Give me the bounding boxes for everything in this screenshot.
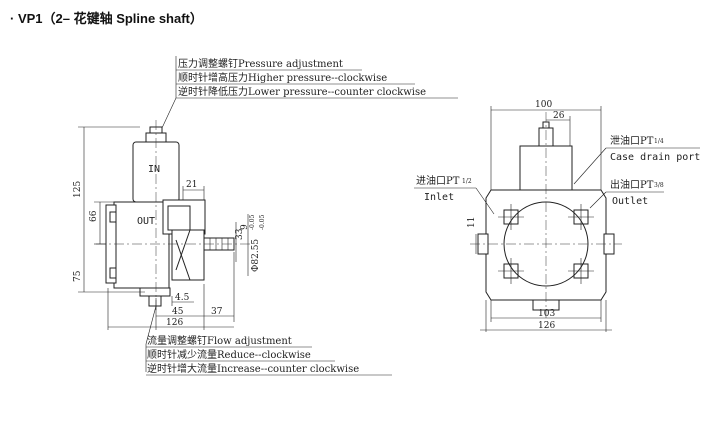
outlet-en: Outlet (612, 196, 648, 207)
dim-21: 21 (186, 180, 197, 190)
dim-33: 33 (235, 228, 245, 240)
pressure-notes: 压力调整螺钉Pressure adjustment 顺时针增高压力Higher … (161, 56, 458, 129)
inlet-frac: 1/2 (462, 178, 472, 185)
front-dim-100: 100 (535, 100, 552, 110)
front-dim-11: 11 (467, 217, 477, 228)
side-view: IN OUT 125 66 75 (73, 120, 266, 330)
flow-notes: 流量调整螺钉Flow adjustment 顺时针减少流量Reduce--clo… (145, 305, 392, 376)
dim-9: 9 (240, 224, 250, 230)
flow-note-1: 流量调整螺钉Flow adjustment (147, 334, 292, 347)
pressure-note-2: 顺时针增高压力Higher pressure--clockwise (178, 71, 387, 84)
dim-45: 45 (172, 307, 184, 317)
front-dim-126: 126 (538, 321, 555, 331)
front-view: 100 26 11 103 126 泄油口PT 1/4 Case drain p… (414, 100, 700, 332)
dim-126: 126 (166, 318, 183, 328)
dim-37: 37 (211, 307, 223, 317)
dim-125: 125 (73, 181, 83, 198)
out-label: OUT (137, 216, 155, 227)
dim-82: Φ82.55 (251, 239, 261, 272)
inlet-cn: 进油口PT (416, 174, 460, 187)
dim-4-5: 4.5 (175, 293, 190, 303)
pump-housing (113, 201, 170, 289)
in-label: IN (148, 164, 160, 175)
outlet-frac: 3/8 (654, 182, 664, 189)
case-drain-frac: 1/4 (654, 138, 664, 145)
pressure-note-1: 压力调整螺钉Pressure adjustment (178, 57, 343, 70)
flow-note-3: 逆时针增大流量Increase--counter clockwise (147, 362, 359, 375)
case-drain-en: Case drain port (610, 152, 700, 163)
front-dim-103: 103 (538, 309, 555, 319)
dim-66: 66 (89, 210, 99, 222)
case-drain-cn: 泄油口PT (610, 134, 654, 147)
dim-9-tol: -0.05 (249, 214, 256, 230)
page-title: · VP1（2– 花键轴 Spline shaft） (10, 11, 203, 26)
outlet-cn: 出油口PT (610, 178, 654, 191)
flow-note-2: 顺时针减少流量Reduce--clockwise (147, 348, 311, 361)
dim-82-tol: -0.05 (259, 214, 266, 230)
outlet-block (162, 199, 206, 235)
flow-screw (148, 295, 162, 307)
dim-75: 75 (73, 270, 83, 282)
pressure-note-3: 逆时针降低压力Lower pressure--counter clockwise (178, 85, 426, 98)
inlet-en: Inlet (424, 192, 454, 203)
front-dim-26: 26 (553, 111, 565, 121)
mount-flange (171, 229, 205, 281)
